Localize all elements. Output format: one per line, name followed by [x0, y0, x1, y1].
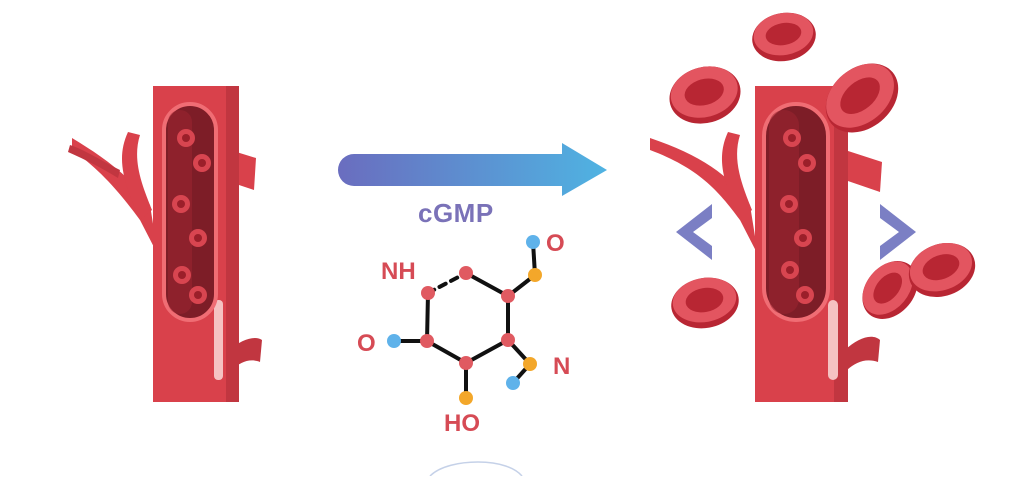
cgmp-atoms	[387, 235, 542, 405]
atom-label-o-left: O	[357, 330, 376, 357]
red-blood-cell	[908, 242, 976, 298]
vessel-branch-lower-right-2	[845, 336, 880, 370]
constricted-vessel	[68, 86, 262, 402]
vessel-branch-upper-left-2	[650, 132, 758, 255]
faint-decoration	[429, 461, 523, 477]
atom-label-nh: NH	[381, 258, 416, 285]
blood-cells-inside	[172, 129, 211, 304]
red-blood-cell	[825, 63, 899, 133]
vessel-branch-right-2	[845, 150, 882, 192]
atom-label-n: N	[553, 353, 571, 380]
red-blood-cell	[752, 12, 816, 62]
expand-left-chevron-icon	[676, 204, 712, 260]
red-blood-cell	[669, 66, 741, 124]
vessel-branch-upper-left	[68, 132, 158, 255]
red-blood-cell	[862, 261, 918, 319]
arrow	[338, 143, 607, 196]
dilated-vessel	[650, 86, 882, 402]
atom-label-ho: HO	[444, 410, 480, 437]
atom-label-o-top: O	[546, 230, 565, 257]
expand-right-chevron-icon	[880, 204, 916, 260]
blood-cells-inside-2	[780, 129, 816, 304]
red-blood-cell	[671, 277, 739, 329]
free-red-blood-cells	[669, 12, 976, 329]
cgmp-label: cGMP	[418, 198, 494, 228]
